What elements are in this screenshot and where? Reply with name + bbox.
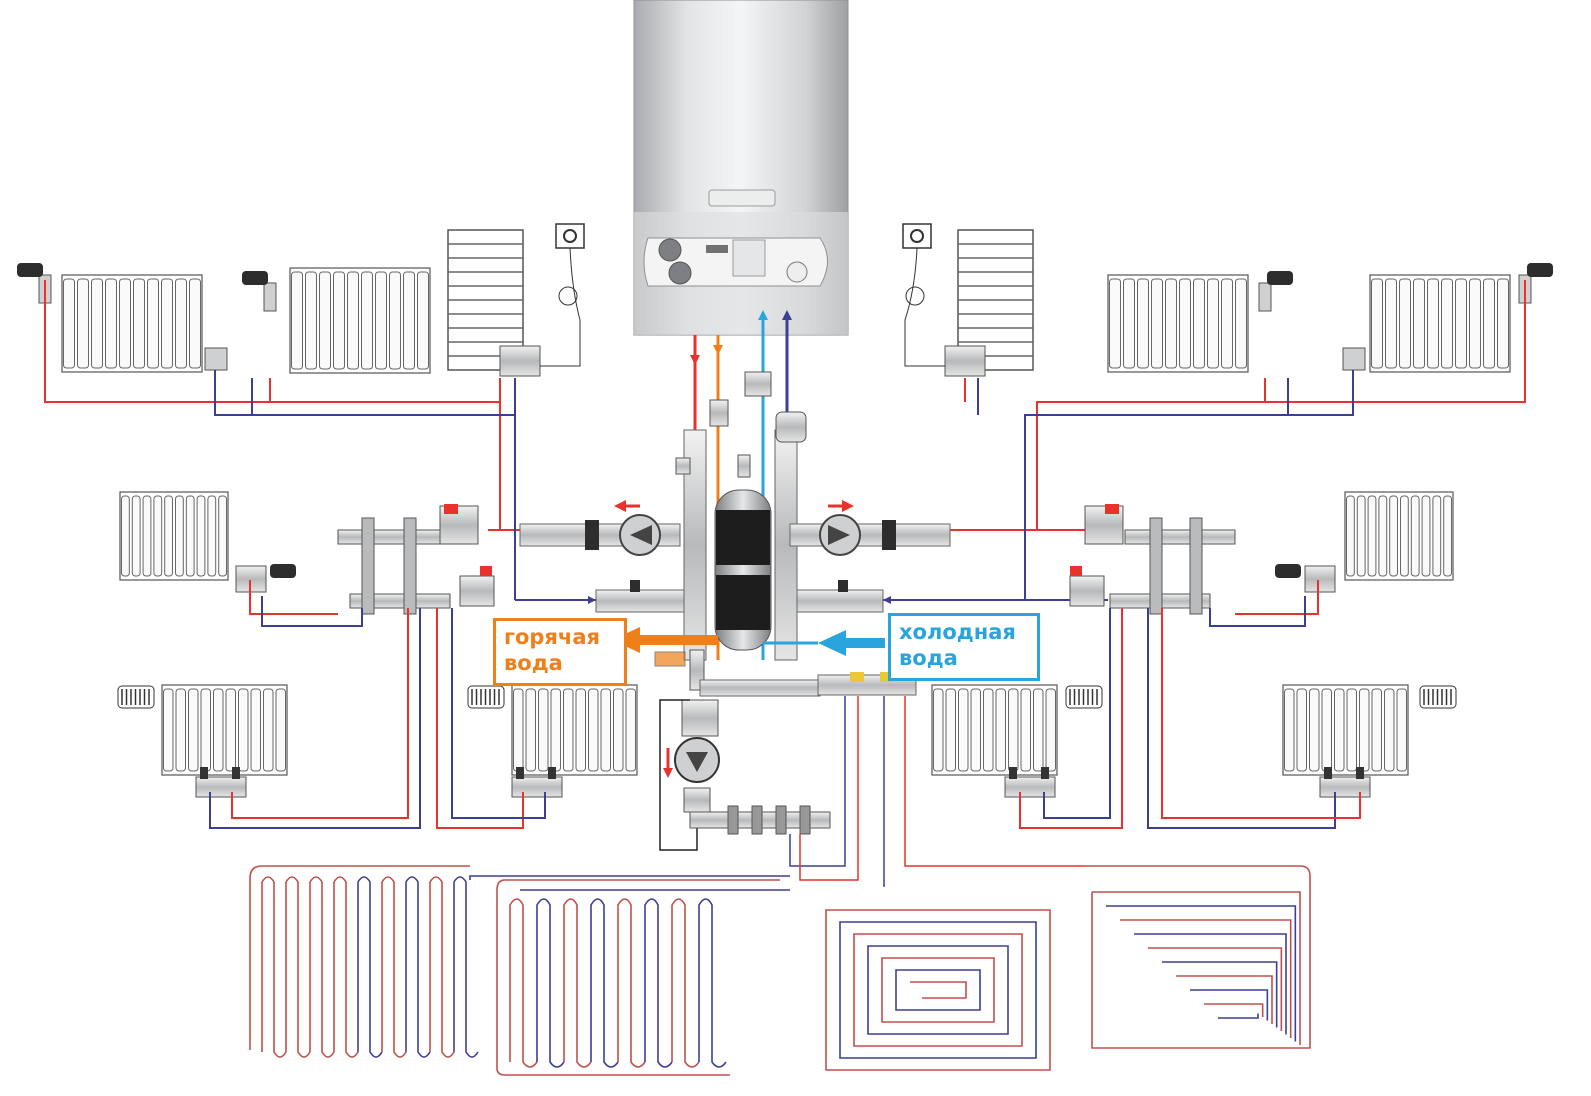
thermostat-icon: [563, 229, 577, 243]
underfloor-heating-loop: [617, 898, 646, 1068]
check-valve: [675, 371, 807, 478]
underfloor-heating-loop: [563, 898, 592, 1068]
hydraulic-separator: [683, 429, 798, 661]
underfloor-heating-loop: [1204, 1003, 1264, 1017]
radiator: [289, 267, 431, 374]
underfloor-heating-loop: [496, 879, 780, 1076]
underfloor-heating-loop: [839, 921, 1037, 1059]
radiator: [61, 274, 203, 373]
underfloor-heating-loop: [1106, 905, 1297, 1042]
underfloor-heating-loop: [1190, 989, 1269, 1021]
radiator: [1282, 684, 1409, 776]
underfloor-heating-loop: [381, 876, 407, 1058]
underfloor-heating-loop: [249, 865, 470, 1050]
room-thermostat: [902, 223, 945, 367]
underfloor-heating-loop: [1218, 1013, 1259, 1019]
underfloor-heating-loop: [895, 969, 981, 1011]
thermostatic-head-icon: [1419, 685, 1457, 709]
boiler-knob-icon: [658, 238, 682, 262]
radiator: [511, 684, 638, 776]
cold-water-inlet: [763, 630, 885, 656]
cold-water-label: холодная вода: [888, 613, 1040, 681]
manifold-right: [1069, 504, 1236, 615]
underfloor-heating-loop: [453, 876, 479, 1058]
underfloor-heating-loop: [1176, 975, 1273, 1024]
room-thermostat: [540, 223, 585, 367]
underfloor-heating-loop: [309, 876, 335, 1058]
underfloor-heating-loop: [261, 876, 287, 1058]
hot-water-label: горячая вода: [493, 618, 627, 686]
radiator: [119, 491, 229, 581]
underfloor-pump-group: [654, 649, 917, 851]
underfloor-heating-loop: [881, 957, 995, 1023]
radiator-valve: [17, 263, 52, 304]
underfloor-heating-loop: [333, 876, 359, 1058]
underfloor-heating-loop: [357, 876, 383, 1058]
middle-left-piping: [209, 580, 546, 829]
underfloor-heating-loop: [1134, 933, 1287, 1035]
top-left-piping: [44, 280, 516, 600]
underfloor-heating-loop: [867, 945, 1009, 1035]
underfloor-heating-loop: [853, 933, 1023, 1047]
underfloor-heating-loop: [469, 875, 790, 880]
thermostatic-head-icon: [1065, 685, 1103, 709]
underfloor-heating-loop: [590, 898, 619, 1068]
boiler: [633, 0, 849, 336]
underfloor-feed-lines: [789, 696, 1086, 887]
underfloor-heating-loop: [405, 876, 431, 1058]
radiator-bottom-valve: [511, 767, 563, 798]
underfloor-heating-loop: [1092, 891, 1301, 1045]
boiler-display: [706, 245, 728, 253]
radiator-valve: [242, 271, 277, 312]
top-right-piping: [964, 280, 1526, 600]
pump-arrow-icon: [630, 525, 652, 545]
boiler-knob-icon: [668, 261, 692, 285]
underfloor-heating-loop: [1162, 961, 1278, 1028]
underfloor-heating-loop: [285, 876, 311, 1058]
pump-arrow-icon: [828, 525, 850, 545]
boiler-control-panel: [643, 237, 828, 287]
radiator-bottom-valve: [195, 767, 247, 798]
radiator: [1369, 274, 1511, 373]
underfloor-heating-loop: [536, 898, 565, 1068]
radiator: [1344, 491, 1454, 581]
underfloor-heating-loop: [1086, 865, 1311, 1049]
underfloor-heating-loop: [910, 981, 967, 999]
middle-right-piping: [1019, 580, 1361, 829]
pump-arrow-icon: [686, 752, 708, 772]
thermostat-icon: [910, 229, 924, 243]
underfloor-heating-loops: [249, 865, 1311, 1076]
underfloor-heating-loop: [509, 898, 538, 1068]
underfloor-heating-loop: [1148, 947, 1283, 1031]
manifold-left: [337, 504, 495, 615]
underfloor-heating-loop: [429, 876, 455, 1058]
underfloor-heating-loop: [825, 909, 1051, 1071]
radiator-valve: [1258, 271, 1293, 312]
radiator: [161, 684, 288, 776]
boiler-pressure-gauge-icon: [786, 261, 808, 283]
underfloor-heating-loop: [671, 898, 700, 1068]
underfloor-heating-loop: [698, 898, 727, 1068]
underfloor-heating-loop: [1120, 919, 1292, 1038]
radiator: [1107, 274, 1249, 373]
thermostatic-head-icon: [117, 685, 155, 709]
manifold-underfloor: [689, 805, 831, 835]
radiator-bottom-valve: [1319, 767, 1371, 798]
radiators-group: [17, 229, 1553, 798]
circulation-pump-left: [519, 500, 681, 556]
circulation-pump-right: [789, 500, 951, 556]
return-ball-valves: [595, 580, 884, 613]
radiator: [931, 684, 1058, 776]
thermostatic-head-icon: [467, 685, 505, 709]
underfloor-heating-loop: [644, 898, 673, 1068]
radiator-bottom-valve: [1004, 767, 1056, 798]
